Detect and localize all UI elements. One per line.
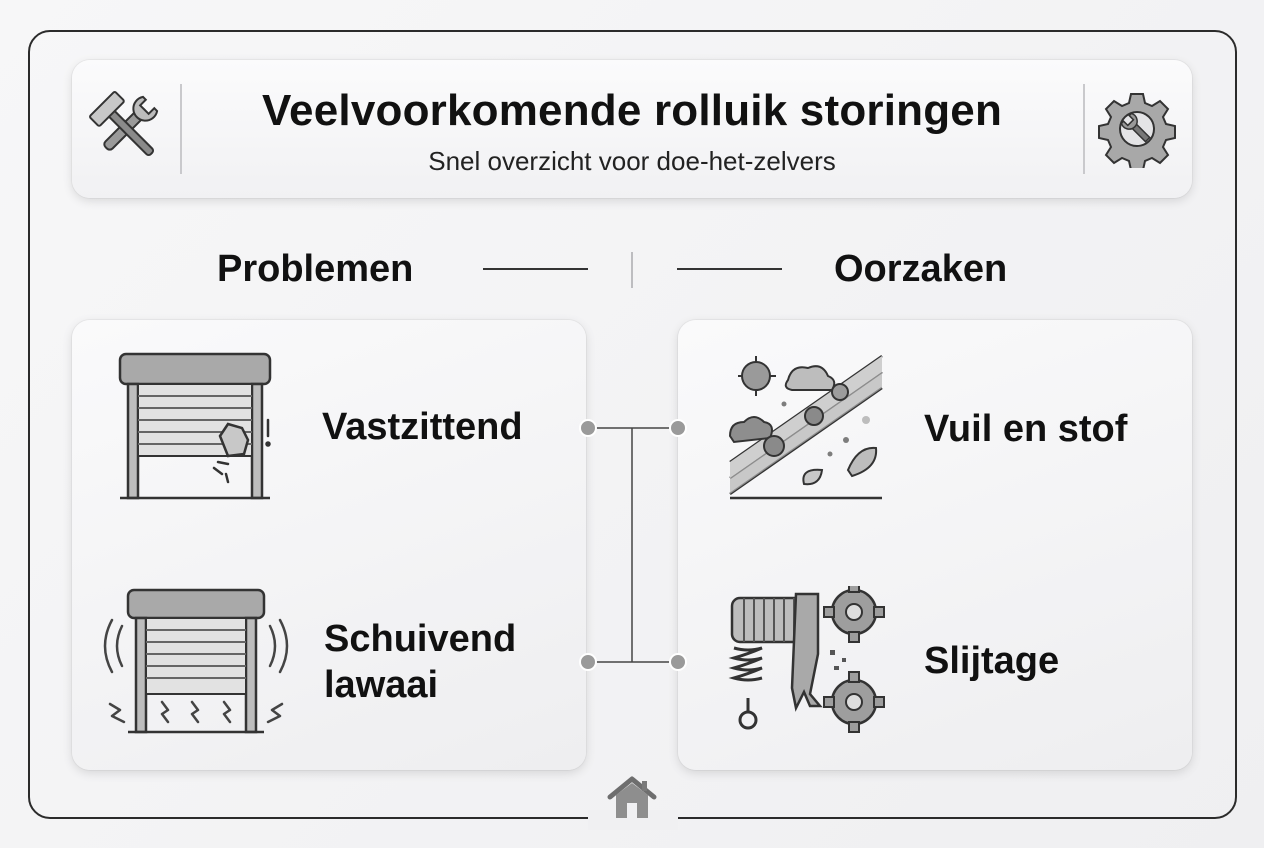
header-separator-right — [1083, 84, 1085, 174]
problem-label-stuck: Vastzittend — [322, 406, 523, 448]
problems-heading-rule — [483, 268, 588, 270]
frame-gap — [588, 810, 678, 830]
stuck-shutter-icon — [118, 352, 272, 500]
problems-card: Vastzittend Schuivend lawaai — [72, 320, 586, 770]
tools-icon — [89, 91, 159, 157]
wear-spring-gear-icon — [728, 586, 885, 733]
problem-label-noisy-line1: Schuivend — [324, 618, 517, 660]
heading-divider — [631, 252, 633, 288]
header-separator-left — [180, 84, 182, 174]
causes-heading-rule — [677, 268, 782, 270]
cause-label-wear: Slijtage — [924, 640, 1060, 682]
dirt-dust-icon — [728, 354, 883, 500]
noisy-shutter-icon — [103, 588, 289, 734]
causes-card: Vuil en stof — [678, 320, 1192, 770]
cause-label-dirt: Vuil en stof — [924, 408, 1128, 450]
page-subtitle: Snel overzicht voor doe-het-zelvers — [428, 146, 836, 176]
problem-label-noisy-line2: lawaai — [324, 664, 439, 706]
page-title: Veelvoorkomende rolluik storingen — [261, 86, 1003, 135]
gear-wrench-icon — [1098, 93, 1176, 168]
problems-heading: Problemen — [217, 248, 414, 290]
header-banner: Veelvoorkomende rolluik storingen Snel o… — [72, 60, 1192, 198]
home-icon — [607, 776, 657, 818]
causes-heading: Oorzaken — [834, 248, 1008, 290]
